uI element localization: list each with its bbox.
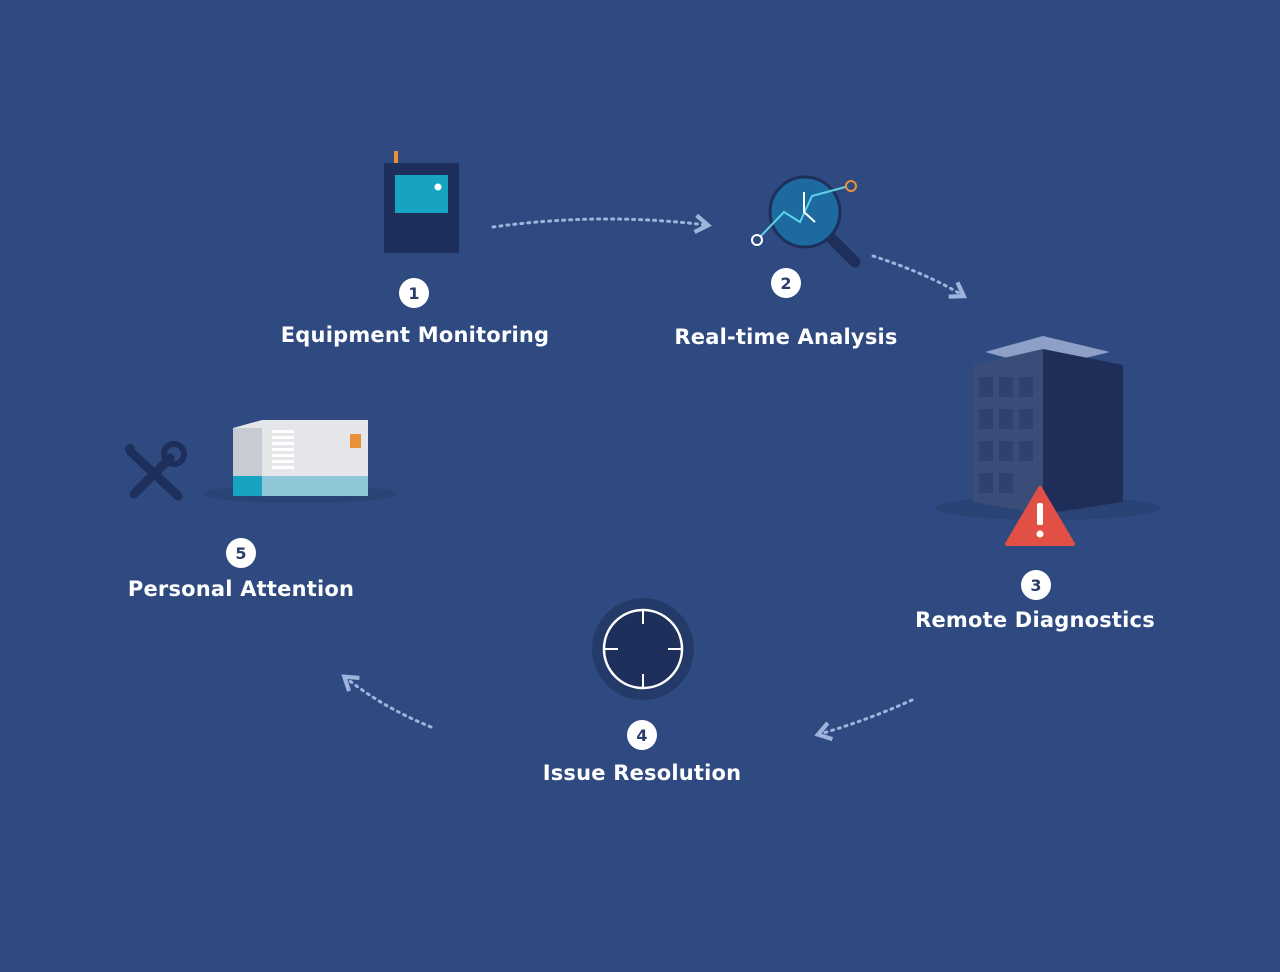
arrow-2-to-3 (871, 254, 968, 299)
monitoring-device-icon (384, 151, 459, 253)
arrow-1-to-2 (491, 213, 712, 234)
analysis-magnifier-icon (751, 175, 861, 268)
building-alert-icon (936, 336, 1160, 546)
step-4-label: Issue Resolution (542, 761, 742, 785)
step-1-badge: 1 (399, 278, 429, 308)
step-5-label: Personal Attention (127, 577, 355, 601)
arrow-3-to-4 (814, 698, 914, 742)
step-4-badge: 4 (627, 720, 657, 750)
step-3-badge: 3 (1021, 570, 1051, 600)
step-5-badge: 5 (226, 538, 256, 568)
clock-target-icon (592, 598, 694, 700)
step-2-badge: 2 (771, 268, 801, 298)
step-1-label: Equipment Monitoring (280, 323, 550, 347)
tools-generator-icon (125, 420, 398, 503)
step-2-label: Real-time Analysis (674, 325, 898, 349)
arrow-4-to-5 (341, 674, 433, 729)
step-3-label: Remote Diagnostics (915, 608, 1155, 632)
